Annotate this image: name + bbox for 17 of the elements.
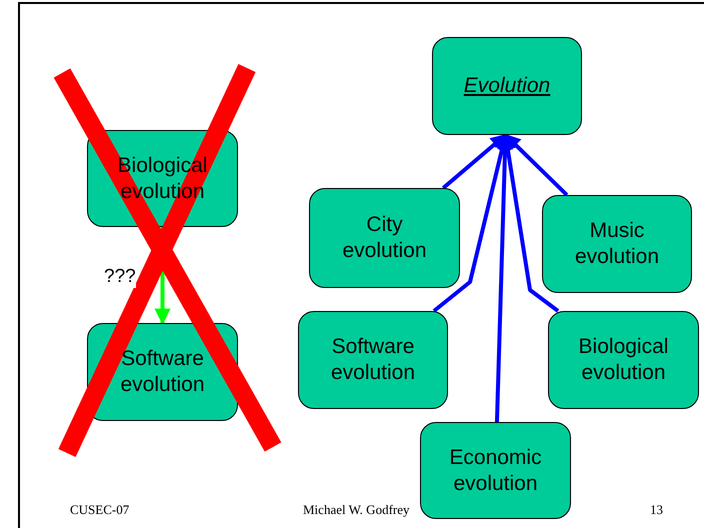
box-label: Evolution — [464, 73, 550, 99]
footer-text: 13 — [650, 502, 663, 518]
evolution-box — [420, 422, 571, 519]
evolution-box — [548, 311, 699, 409]
footer-text: Michael W. Godfrey — [303, 502, 410, 518]
evolution-box — [298, 311, 448, 409]
evolution-box — [309, 188, 460, 288]
box-label: Software evolution — [119, 346, 206, 398]
box-label: Music evolution — [574, 218, 660, 270]
box-label: Software evolution — [330, 334, 416, 386]
evolution-box — [542, 195, 692, 293]
box-label: Economic evolution — [448, 444, 543, 496]
box-label: Biological evolution — [578, 334, 670, 386]
edge-label: ??? — [104, 266, 136, 288]
footer-text: CUSEC-07 — [70, 502, 130, 518]
box-label: City evolution — [341, 212, 428, 264]
evolution-box — [432, 37, 582, 135]
